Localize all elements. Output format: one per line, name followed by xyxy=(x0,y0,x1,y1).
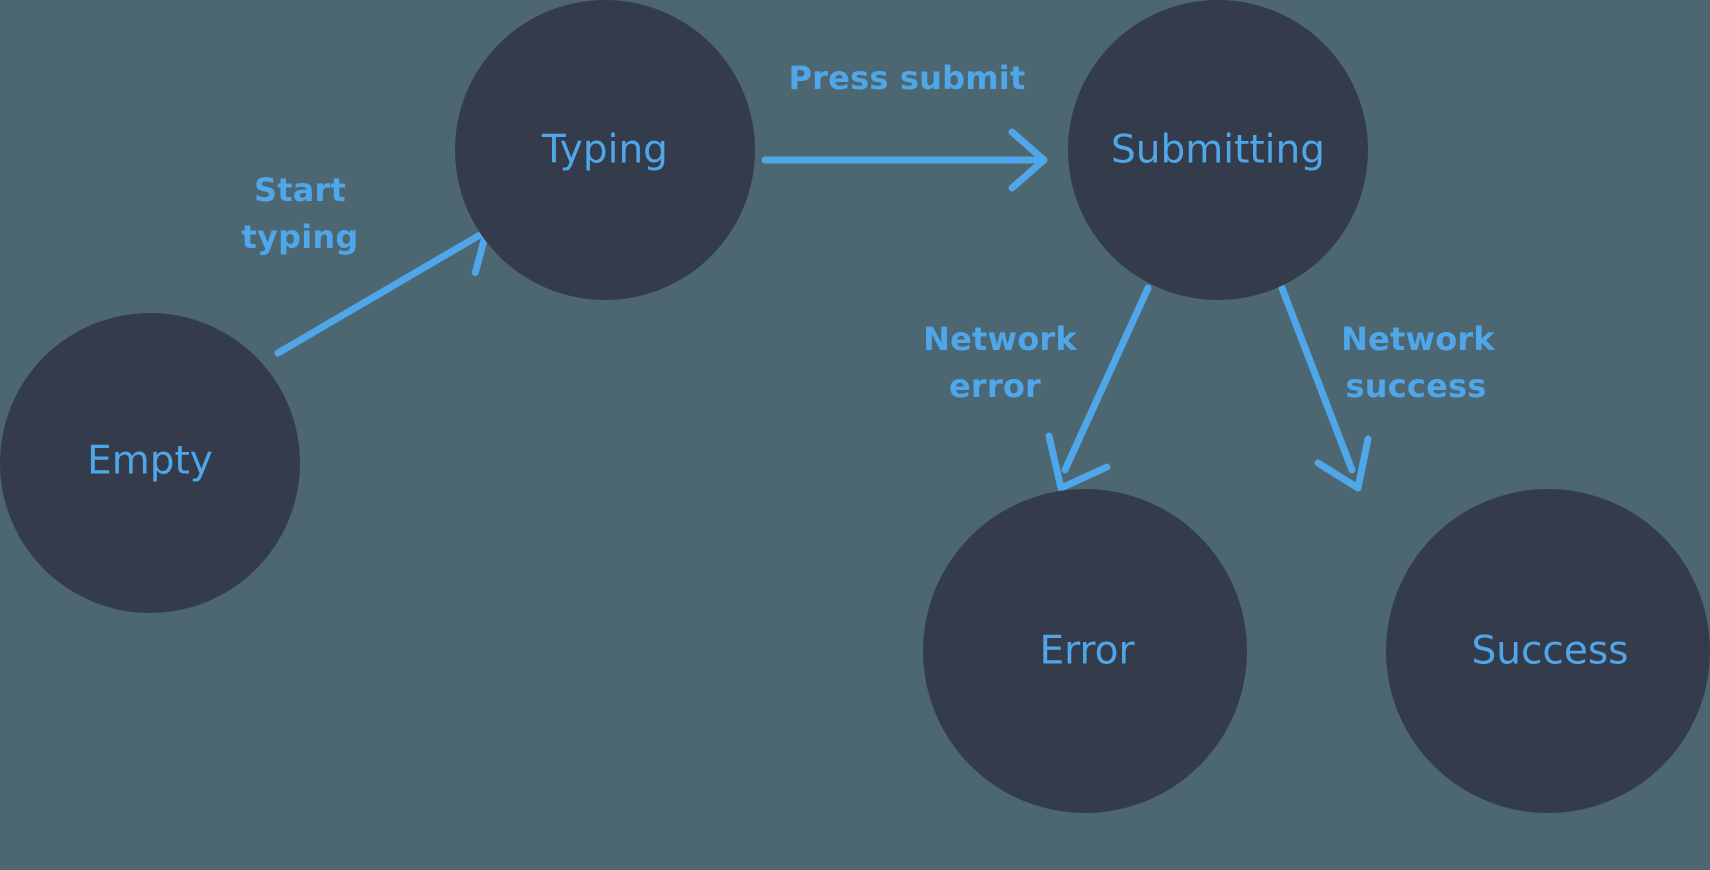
edge-network-error-arrowhead xyxy=(1045,432,1111,492)
edge-press-submit xyxy=(761,128,1048,192)
node-success[interactable]: Success xyxy=(1386,489,1710,813)
edge-label-network-success: Network success xyxy=(1341,320,1495,405)
node-typing[interactable]: Typing xyxy=(455,0,755,300)
edge-label-start-typing-line2: typing xyxy=(242,218,359,256)
edge-label-network-error: Network error xyxy=(923,320,1077,405)
edge-label-start-typing-line1: Start xyxy=(254,171,346,209)
node-submitting-circle[interactable] xyxy=(1068,0,1368,300)
edge-network-error xyxy=(1045,284,1152,492)
edge-label-network-error-line1: Network xyxy=(923,320,1077,358)
node-error-circle[interactable] xyxy=(923,489,1247,813)
node-typing-circle[interactable] xyxy=(455,0,755,300)
edge-label-network-error-line2: error xyxy=(949,367,1041,405)
edge-network-success xyxy=(1278,284,1372,492)
edge-label-press-submit-line1: Press submit xyxy=(789,59,1026,97)
node-empty-circle[interactable] xyxy=(0,313,300,613)
node-success-label: Success xyxy=(1472,629,1629,674)
node-error-label: Error xyxy=(1039,629,1135,674)
node-submitting[interactable]: Submitting xyxy=(1068,0,1368,300)
edge-label-network-success-line2: success xyxy=(1346,367,1487,405)
node-error[interactable]: Error xyxy=(923,489,1247,813)
edge-label-start-typing: Start typing xyxy=(242,171,359,256)
node-success-circle[interactable] xyxy=(1386,489,1710,813)
edge-press-submit-arrowhead xyxy=(1008,128,1048,192)
edge-network-success-line xyxy=(1278,284,1356,474)
edge-label-press-submit: Press submit xyxy=(789,59,1026,97)
edge-network-error-line xyxy=(1061,284,1152,474)
edge-network-success-arrowhead xyxy=(1314,435,1372,492)
node-empty-label: Empty xyxy=(87,439,213,484)
edge-start-typing-line xyxy=(274,228,489,357)
node-submitting-label: Submitting xyxy=(1111,128,1325,173)
edge-label-network-success-line1: Network xyxy=(1341,320,1495,358)
node-empty[interactable]: Empty xyxy=(0,313,300,613)
node-typing-label: Typing xyxy=(541,128,668,173)
